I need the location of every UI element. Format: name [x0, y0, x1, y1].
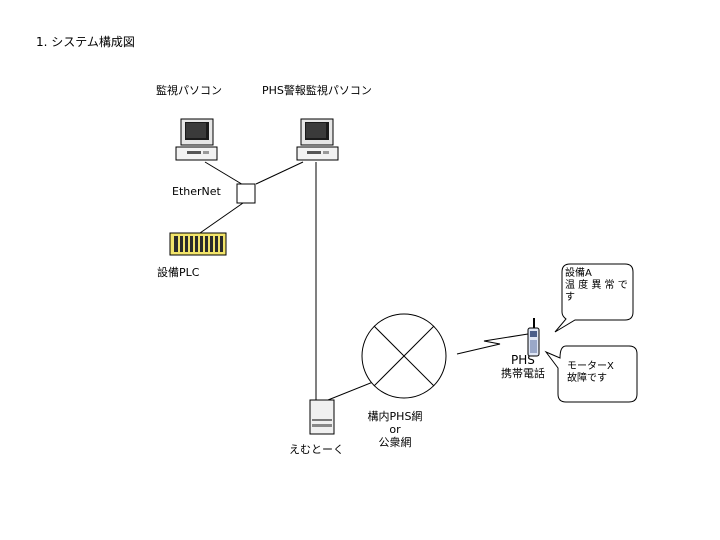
network-label: 構内PHS網 or 公衆網 — [362, 410, 428, 449]
network-label-line3: 公衆網 — [378, 436, 412, 449]
monitor-pc-label: 監視パソコン — [156, 84, 222, 97]
phs-phone-label-line1: PHS — [511, 353, 535, 367]
phs-phone-label: PHS 携帯電話 — [496, 353, 550, 381]
alarm-x-line2: 故障です — [567, 373, 607, 384]
plc-label: 設備PLC — [157, 266, 200, 279]
alarm-a-line1: 設備A — [565, 268, 592, 279]
phs-phone-icon — [527, 318, 540, 357]
ethernet-to-alarm-pc-line — [255, 161, 304, 185]
plc-icon — [169, 232, 227, 256]
modem-icon — [309, 399, 335, 435]
ethernet-hub — [236, 183, 256, 204]
network-to-phone-wireless-link — [456, 333, 529, 355]
alarm-x-text: モーターX 故障です — [567, 361, 614, 385]
phs-network-icon — [361, 313, 447, 399]
phs-alarm-pc-label: PHS警報監視パソコン — [262, 84, 372, 97]
modem-to-network-line — [322, 379, 379, 403]
ethernet-to-monitor-pc-line — [204, 161, 246, 187]
ethernet-label: EtherNet — [172, 185, 221, 198]
alarm-a-line3: す — [565, 292, 575, 303]
alarm-x-line1: モーターX — [567, 361, 614, 372]
network-label-line2: or — [389, 423, 401, 436]
alarm-a-bubble — [554, 263, 634, 333]
modem-label: えむとーく — [289, 443, 344, 456]
monitor-pc-icon — [175, 118, 218, 161]
page-title: 1. システム構成図 — [36, 35, 135, 49]
network-label-line1: 構内PHS網 — [367, 410, 423, 423]
ethernet-to-plc-line — [199, 202, 244, 234]
alarm-a-line2: 温 度 異 常 で — [565, 280, 628, 291]
alarm-a-text: 設備A 温 度 異 常 で す — [565, 268, 628, 304]
phs-alarm-pc-icon — [296, 118, 339, 161]
phs-phone-label-line2: 携帯電話 — [501, 367, 545, 380]
alarm-x-bubble — [544, 345, 638, 403]
